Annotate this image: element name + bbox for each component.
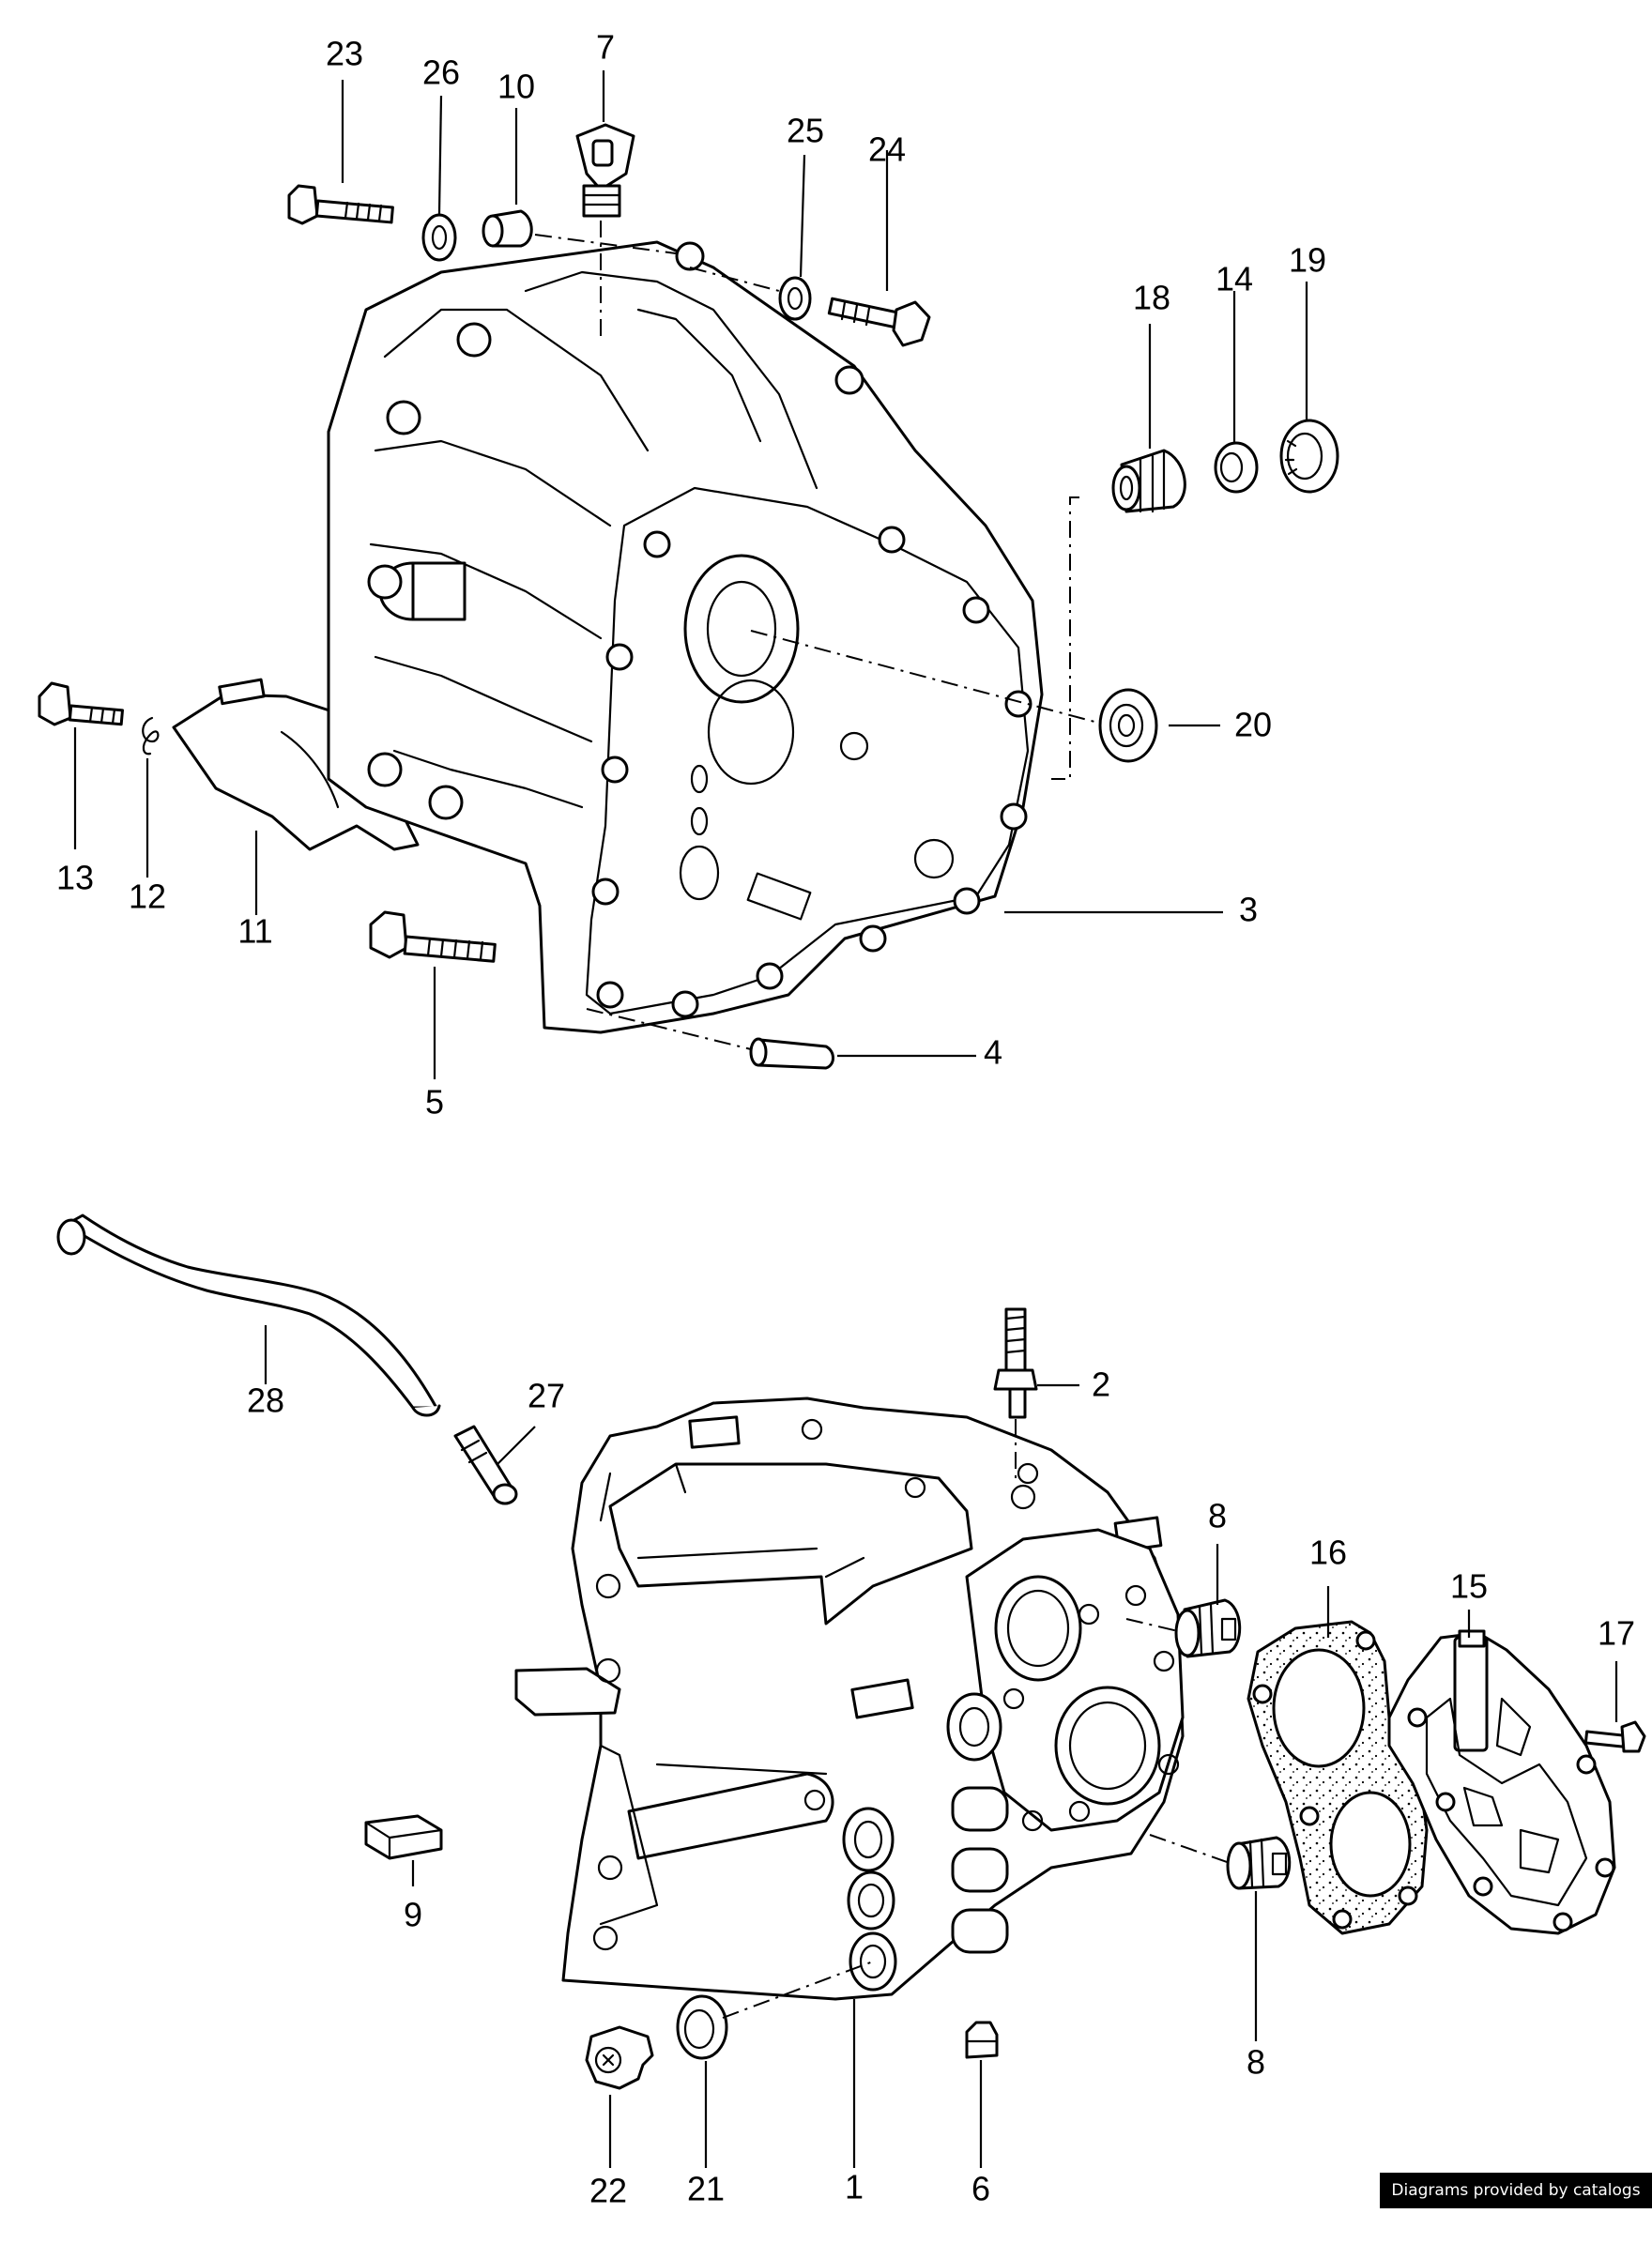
callout-24: 24: [868, 130, 906, 169]
callout-15: 15: [1450, 1567, 1488, 1606]
callout-28: 28: [247, 1382, 284, 1420]
axis-shaft: [750, 630, 1099, 724]
callout-19: 19: [1289, 241, 1326, 280]
callout-1: 1: [845, 2168, 864, 2206]
callout-7: 7: [596, 28, 615, 67]
callout-14: 14: [1216, 260, 1253, 298]
part-14-bushing: [1214, 441, 1259, 494]
part-7-plug: [575, 123, 635, 218]
part-5-bolt: [369, 910, 497, 963]
part-11-cover-plate: [172, 678, 420, 851]
part-28-hose: [56, 1214, 441, 1417]
callout-23: 23: [326, 35, 363, 73]
part-25-washer: [778, 276, 812, 321]
callout-5: 5: [425, 1083, 444, 1122]
axis-plug-8-upper: [1125, 1618, 1179, 1632]
credit-banner: Diagrams provided by catalogs parts: [1380, 2173, 1652, 2236]
callout-20: 20: [1234, 706, 1272, 744]
callout-22: 22: [589, 2172, 627, 2208]
axis-dowel: [586, 1008, 752, 1050]
part-27-fitting: [453, 1425, 518, 1505]
axis-seal-18: [1051, 496, 1079, 780]
axis-bolt-23: [534, 234, 677, 254]
callout-4: 4: [984, 1033, 1002, 1072]
part-8-plug-upper: [1174, 1598, 1242, 1658]
axis-drain: [722, 1961, 874, 2019]
leader-lines: [73, 70, 1618, 2168]
part-23-bolt: [287, 184, 394, 225]
part-8-plug-lower: [1226, 1836, 1292, 1890]
part-18-bellows: [1111, 449, 1186, 513]
callout-25: 25: [787, 112, 824, 150]
callout-16: 16: [1309, 1534, 1347, 1572]
part-16-gasket: [1247, 1620, 1429, 1935]
part-4-dowel: [749, 1037, 834, 1070]
callout-3: 3: [1239, 891, 1258, 929]
callout-17: 17: [1598, 1614, 1635, 1653]
callout-labels: 23 26 10 7 25 24 18 14 19 20 3 4 5 11 12…: [56, 28, 1635, 2208]
callout-9: 9: [404, 1896, 422, 1934]
part-10-sleeve: [482, 209, 533, 248]
part-15-cover-plate: [1387, 1629, 1616, 1935]
callout-12: 12: [129, 878, 166, 916]
callout-26: 26: [422, 53, 460, 92]
axis-plug-8-lower: [1149, 1834, 1231, 1864]
callout-21: 21: [687, 2170, 725, 2208]
part-24-bolt: [827, 297, 931, 347]
part-22-drain-plug: [585, 2025, 654, 2090]
callout-10: 10: [497, 68, 535, 106]
part-3-clutch-housing: [327, 240, 1044, 1034]
callout-13: 13: [56, 859, 94, 897]
part-17-bolt: [1583, 1720, 1646, 1753]
callout-11: 11: [237, 912, 272, 951]
part-26-washer: [421, 213, 457, 262]
callout-2: 2: [1092, 1366, 1110, 1404]
part-12-clip: [142, 716, 160, 756]
part-6-cap-plug: [965, 2021, 999, 2059]
callout-8-lower: 8: [1247, 2043, 1265, 2082]
callout-8-upper: 8: [1208, 1497, 1227, 1535]
callout-18: 18: [1133, 279, 1170, 317]
axis-bolt-24: [689, 267, 780, 292]
part-13-bolt: [38, 681, 124, 726]
callout-6: 6: [971, 2170, 990, 2208]
callout-27: 27: [528, 1377, 565, 1415]
part-1-gearbox-housing: [514, 1397, 1185, 2001]
part-19-seal: [1279, 419, 1339, 494]
part-9-block: [364, 1814, 443, 1860]
part-21-seal-ring: [676, 1994, 728, 2060]
part-2-stud: [993, 1307, 1038, 1419]
part-20-seal: [1098, 688, 1158, 763]
